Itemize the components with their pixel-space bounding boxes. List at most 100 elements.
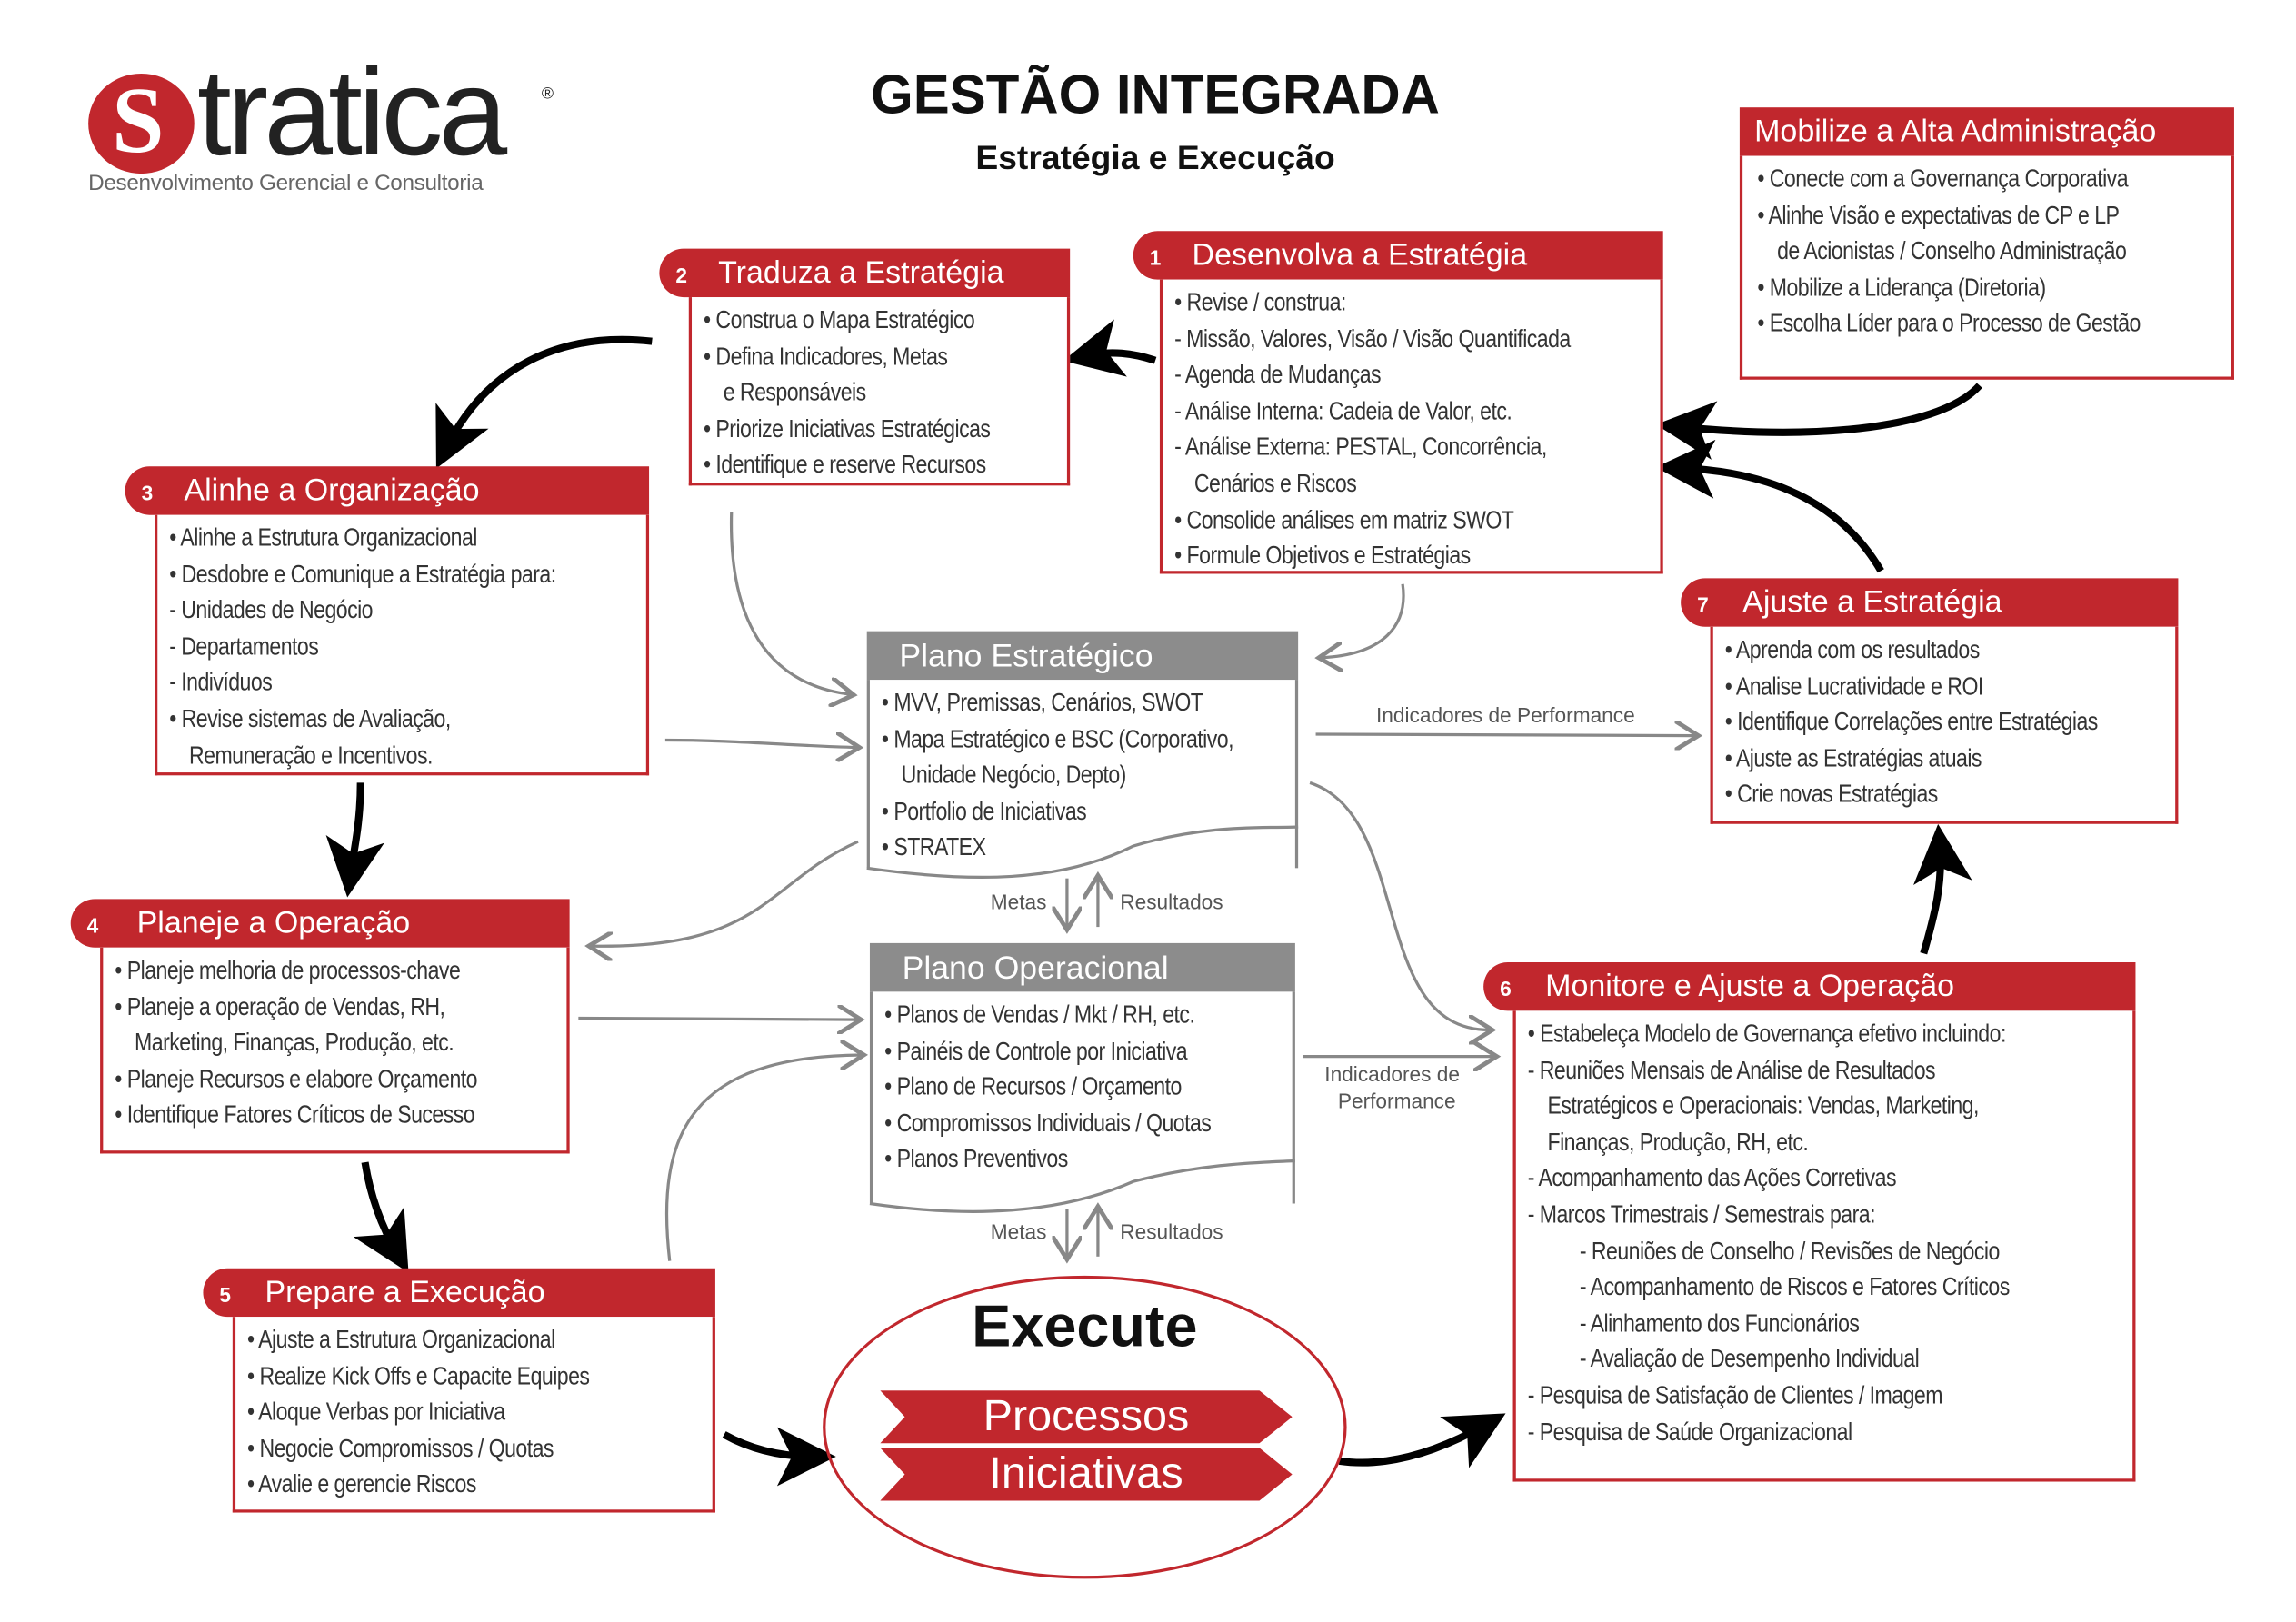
list-item: • Planeje Recursos e elabore Orçamento bbox=[115, 1064, 478, 1093]
logo-s-letter: S bbox=[112, 73, 165, 173]
step4-header: 4 Planeje a Operação bbox=[70, 899, 570, 948]
list-item: • Revise / construa: bbox=[1174, 288, 1346, 317]
list-item: • Escolha Líder para o Processo de Gestã… bbox=[1757, 309, 2141, 338]
page-subtitle: Estratégia e Execução bbox=[975, 138, 1335, 177]
resultados-label: Resultados bbox=[1120, 1219, 1223, 1244]
list-item: - Acompanhamento de Riscos e Fatores Crí… bbox=[1579, 1272, 2010, 1301]
step-number: 2 bbox=[675, 263, 687, 287]
arrow-plano-estrategico-to-4 bbox=[592, 840, 859, 946]
plano-estrategico-header: Plano Estratégico bbox=[866, 631, 1299, 681]
list-item: - Departamentos bbox=[169, 632, 319, 661]
list-item: - Missão, Valores, Visão / Visão Quantif… bbox=[1174, 324, 1571, 353]
step5-header: 5 Prepare a Execução bbox=[203, 1268, 715, 1318]
arrow-3-to-plano-estrategico bbox=[664, 740, 856, 747]
list-item: • Desdobre e Comunique a Estratégia para… bbox=[169, 560, 556, 589]
list-item: • Aloque Verbas por Iniciativa bbox=[247, 1398, 505, 1427]
arrow-6-to-7 bbox=[1913, 823, 1972, 955]
list-item: de Acionistas / Conselho Administração bbox=[1777, 236, 2127, 265]
list-item: • Ajuste as Estratégias atuais bbox=[1724, 743, 1982, 772]
execute-ellipse bbox=[823, 1275, 1347, 1579]
list-item: e Responsáveis bbox=[723, 378, 866, 407]
performance-label: Performance bbox=[1337, 1089, 1456, 1113]
list-item: • Painéis de Controle por Iniciativa bbox=[884, 1036, 1188, 1065]
processos-banner: Processos bbox=[880, 1390, 1293, 1444]
plano-operacional-body: • Planos de Vendas / Mkt / RH, etc. • Pa… bbox=[869, 991, 1295, 1204]
resultados-label: Resultados bbox=[1120, 890, 1223, 914]
list-item: • Alinhe Visão e expectativas de CP e LP bbox=[1757, 201, 2120, 229]
list-item: - Indivíduos bbox=[169, 668, 273, 697]
list-item: • Planeje melhoria de processos-chave bbox=[115, 956, 461, 985]
list-item: • Estabeleça Modelo de Governança efetiv… bbox=[1527, 1020, 2007, 1048]
step4-title: Planeje a Operação bbox=[136, 906, 411, 940]
indicadores-de-label: Indicadores de bbox=[1324, 1062, 1460, 1086]
mobilize-body: • Conecte com a Governança Corporativa •… bbox=[1739, 155, 2234, 380]
list-item: • Ajuste a Estrutura Organizacional bbox=[247, 1325, 555, 1354]
list-item: • STRATEX bbox=[881, 833, 986, 861]
arrow-5-to-execute bbox=[722, 1427, 836, 1487]
arrow-2-to-plano-estrategico bbox=[729, 512, 851, 694]
step-number: 5 bbox=[219, 1282, 232, 1307]
step6-title: Monitore e Ajuste a Operação bbox=[1545, 970, 1955, 1004]
list-item: • Aprenda com os resultados bbox=[1724, 635, 1981, 664]
arrow-4-to-5 bbox=[353, 1161, 409, 1273]
arrow-1-to-plano-estrategico bbox=[1322, 583, 1405, 658]
plano-operacional-wavy-bottom bbox=[869, 1159, 1295, 1213]
arrow-4-to-plano-operacional bbox=[578, 1018, 858, 1020]
step3-title: Alinhe a Organização bbox=[184, 473, 480, 508]
plano-estrategico-body: • MVV, Premissas, Cenários, SWOT • Mapa … bbox=[866, 680, 1299, 869]
list-item: Finanças, Produção, RH, etc. bbox=[1547, 1128, 1809, 1157]
list-item: • Analise Lucratividade e ROI bbox=[1724, 672, 1984, 701]
logo-s-mark: S bbox=[88, 73, 195, 174]
arrow-1-to-2 bbox=[1063, 319, 1157, 377]
step-number: 7 bbox=[1697, 592, 1709, 617]
logo-wordmark: tratica bbox=[196, 42, 507, 182]
step5-title: Prepare a Execução bbox=[265, 1275, 545, 1310]
list-item: • Identifique Fatores Críticos de Sucess… bbox=[115, 1100, 475, 1129]
arrow-plano-estrategico-to-6 bbox=[1309, 781, 1490, 1030]
list-item: Cenários e Riscos bbox=[1193, 469, 1357, 498]
list-item: - Análise Interna: Cadeia de Valor, etc. bbox=[1174, 396, 1512, 425]
plano-estrategico-wavy-bottom bbox=[866, 825, 1299, 880]
step2-title: Traduza a Estratégia bbox=[718, 255, 1004, 290]
list-item: • Mapa Estratégico e BSC (Corporativo, bbox=[881, 724, 1234, 753]
list-item: • Revise sistemas de Avaliação, bbox=[169, 704, 451, 733]
list-item: • Negocie Compromissos / Quotas bbox=[247, 1434, 554, 1463]
list-item: • Crie novas Estratégias bbox=[1724, 780, 1939, 809]
list-item: - Pesquisa de Saúde Organizacional bbox=[1527, 1418, 1852, 1446]
list-item: Marketing, Finanças, Produção, etc. bbox=[135, 1029, 454, 1057]
list-item: • Construa o Mapa Estratégico bbox=[703, 305, 975, 334]
list-item: - Agenda de Mudanças bbox=[1174, 361, 1382, 389]
step-number: 4 bbox=[86, 913, 99, 938]
step3-body: • Alinhe a Estrutura Organizacional • De… bbox=[155, 514, 650, 776]
plano-operacional-header: Plano Operacional bbox=[869, 942, 1295, 992]
indicadores-performance-label: Indicadores de Performance bbox=[1375, 702, 1635, 727]
arrow-7-to-1 bbox=[1655, 439, 1884, 573]
list-item: Estratégicos e Operacionais: Vendas, Mar… bbox=[1547, 1091, 1979, 1120]
list-item: • Avalie e gerencie Riscos bbox=[247, 1470, 476, 1498]
list-item: • Consolide análises em matriz SWOT bbox=[1174, 505, 1514, 534]
list-item: • Portfolio de Iniciativas bbox=[881, 797, 1087, 826]
arrow-2-to-3 bbox=[435, 335, 653, 469]
iniciativas-banner: Iniciativas bbox=[880, 1448, 1293, 1501]
step2-header: 2 Traduza a Estratégia bbox=[659, 248, 1071, 298]
list-item: • Planos de Vendas / Mkt / RH, etc. bbox=[884, 1000, 1195, 1029]
metas-label: Metas bbox=[990, 1219, 1047, 1244]
list-item: Unidade Negócio, Depto) bbox=[901, 761, 1127, 790]
list-item: • Formule Objetivos e Estratégias bbox=[1174, 542, 1471, 570]
step-number: 3 bbox=[141, 481, 154, 505]
arrow-plano-estrategico-to-7 bbox=[1315, 734, 1696, 736]
logo-tagline: Desenvolvimento Gerencial e Consultoria bbox=[88, 170, 484, 196]
list-item: • Planeje a operação de Vendas, RH, bbox=[115, 992, 445, 1021]
list-item: • Compromissos Individuais / Quotas bbox=[884, 1109, 1212, 1138]
list-item: • Conecte com a Governança Corporativa bbox=[1757, 164, 2129, 194]
list-item: - Marcos Trimestrais / Semestrais para: bbox=[1527, 1200, 1876, 1229]
step-number: 1 bbox=[1149, 245, 1162, 270]
step7-body: • Aprenda com os resultados • Analise Lu… bbox=[1710, 626, 2179, 824]
logo-registered: ® bbox=[541, 85, 554, 104]
execute-title: Execute bbox=[972, 1294, 1198, 1360]
list-item: • Priorize Iniciativas Estratégicas bbox=[703, 414, 991, 443]
